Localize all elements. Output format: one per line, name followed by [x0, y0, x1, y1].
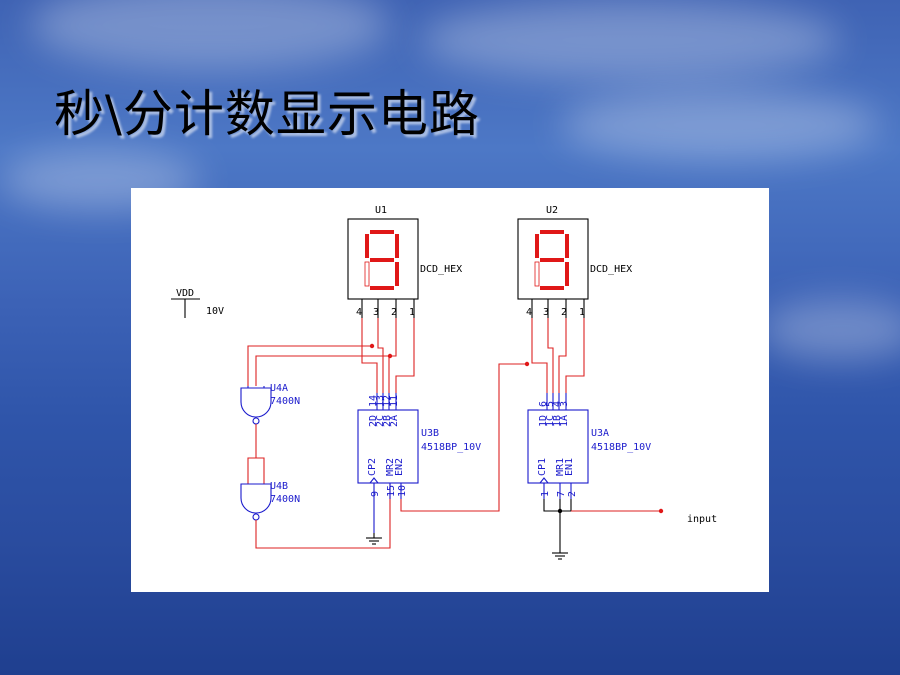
segment-a — [540, 230, 564, 234]
u3a-part: 4518BP_10V — [591, 442, 651, 453]
cloud — [420, 0, 840, 80]
u3b-part: 4518BP_10V — [421, 442, 481, 453]
u3b-pin-2c: 2C — [375, 415, 386, 427]
u3b-num-15: 15 — [386, 485, 397, 497]
u3a-pin-1b: 1B — [552, 415, 563, 427]
wires-u1-u3b — [247, 318, 415, 393]
u3b-counter: 2D 2C 2B 2A 14 13 12 11 U3B 4518BP_10V C… — [357, 393, 481, 533]
u3b-pin-2d: 2D — [368, 415, 379, 427]
input-wiring: input — [543, 499, 717, 543]
u1-part: DCD_HEX — [420, 264, 462, 275]
u3b-ref: U3B — [421, 428, 439, 439]
schematic-panel: VDD 10V U1 DCD_HEX 4 3 2 1 U2 DCD_HEX — [131, 188, 769, 592]
segment-e-off — [364, 261, 370, 287]
u3a-ref: U3A — [591, 428, 609, 439]
u3a-pin-mr1: MR1 — [555, 458, 566, 476]
u3b-pin-cp2: CP2 — [367, 458, 378, 476]
segment-a — [370, 230, 394, 234]
segment-b — [565, 234, 569, 258]
segment-g — [540, 258, 564, 262]
u3b-pin-mr2: MR2 — [385, 458, 396, 476]
u1-pin-4: 4 — [356, 307, 362, 318]
u3b-num-13: 13 — [375, 395, 386, 407]
reset-wire-u3b — [255, 484, 391, 549]
u2-pin-4: 4 — [526, 307, 532, 318]
u2-part: DCD_HEX — [590, 264, 632, 275]
u3b-num-10: 10 — [397, 485, 408, 497]
u2-pin-1: 1 — [579, 307, 585, 318]
u3a-num-6: 6 — [538, 401, 549, 407]
vdd-label: VDD — [176, 288, 194, 299]
u1-pin-2: 2 — [391, 307, 397, 318]
u3a-num-5: 5 — [545, 401, 556, 407]
cloud — [30, 0, 390, 70]
vdd-symbol: VDD 10V — [171, 288, 224, 318]
segment-d — [540, 286, 564, 290]
ground-icon — [366, 533, 382, 545]
u4a-part: 7400N — [270, 396, 300, 407]
u1-display: U1 DCD_HEX 4 3 2 1 — [347, 205, 462, 318]
u4b-part: 7400N — [270, 494, 300, 505]
u3a-pin-1a: 1A — [559, 415, 570, 427]
wires-u2-u3a — [400, 318, 585, 512]
u3a-num-7: 7 — [556, 491, 567, 497]
u3b-pin-2a: 2A — [389, 415, 400, 427]
u3a-num-3: 3 — [559, 401, 570, 407]
segment-c — [395, 262, 399, 286]
u3b-num-14: 14 — [368, 395, 379, 407]
vdd-value: 10V — [206, 306, 224, 317]
gate-link-wire — [256, 457, 265, 484]
slide-title: 秒\分计数显示电路 — [54, 85, 480, 143]
u1-pin-3: 3 — [373, 307, 379, 318]
ground-icon — [552, 543, 568, 560]
u3a-num-1: 1 — [540, 491, 551, 497]
u1-pin-1: 1 — [409, 307, 415, 318]
gate-link-wire — [247, 424, 257, 484]
u3b-num-11: 11 — [389, 395, 400, 407]
segment-g — [370, 258, 394, 262]
circuit-schematic: VDD 10V U1 DCD_HEX 4 3 2 1 U2 DCD_HEX — [171, 205, 717, 560]
u3a-pin-en1: EN1 — [564, 458, 575, 476]
u4a-nand-gate: U4A 7400N — [240, 383, 300, 425]
u2-pin-2: 2 — [561, 307, 567, 318]
segment-b — [395, 234, 399, 258]
u2-pin-3: 3 — [543, 307, 549, 318]
cloud — [760, 300, 900, 360]
u2-display: U2 DCD_HEX 4 3 2 1 — [517, 205, 632, 318]
u4b-nand-gate: U4B 7400N — [240, 481, 300, 521]
u3b-num-9: 9 — [370, 491, 381, 497]
u3b-num-12: 12 — [382, 395, 393, 407]
u3a-counter: 1D 1C 1B 1A 6 5 4 3 U3A 4518BP_10V CP1 M… — [527, 393, 651, 499]
u3a-pin-cp1: CP1 — [537, 458, 548, 476]
u1-ref: U1 — [375, 205, 387, 216]
u3a-num-2: 2 — [567, 491, 578, 497]
u2-ref: U2 — [546, 205, 558, 216]
cloud — [560, 90, 880, 160]
segment-e-off — [534, 261, 540, 287]
segment-f — [535, 234, 539, 258]
segment-d — [370, 286, 394, 290]
u3b-pin-en2: EN2 — [394, 458, 405, 476]
u4b-ref: U4B — [270, 481, 288, 492]
input-label: input — [687, 514, 717, 525]
segment-f — [365, 234, 369, 258]
segment-c — [565, 262, 569, 286]
u3a-pin-1c: 1C — [545, 415, 556, 427]
u3a-num-4: 4 — [552, 401, 563, 407]
u3a-pin-1d: 1D — [538, 415, 549, 427]
u4a-ref: U4A — [270, 383, 288, 394]
u3b-pin-2b: 2B — [382, 415, 393, 427]
